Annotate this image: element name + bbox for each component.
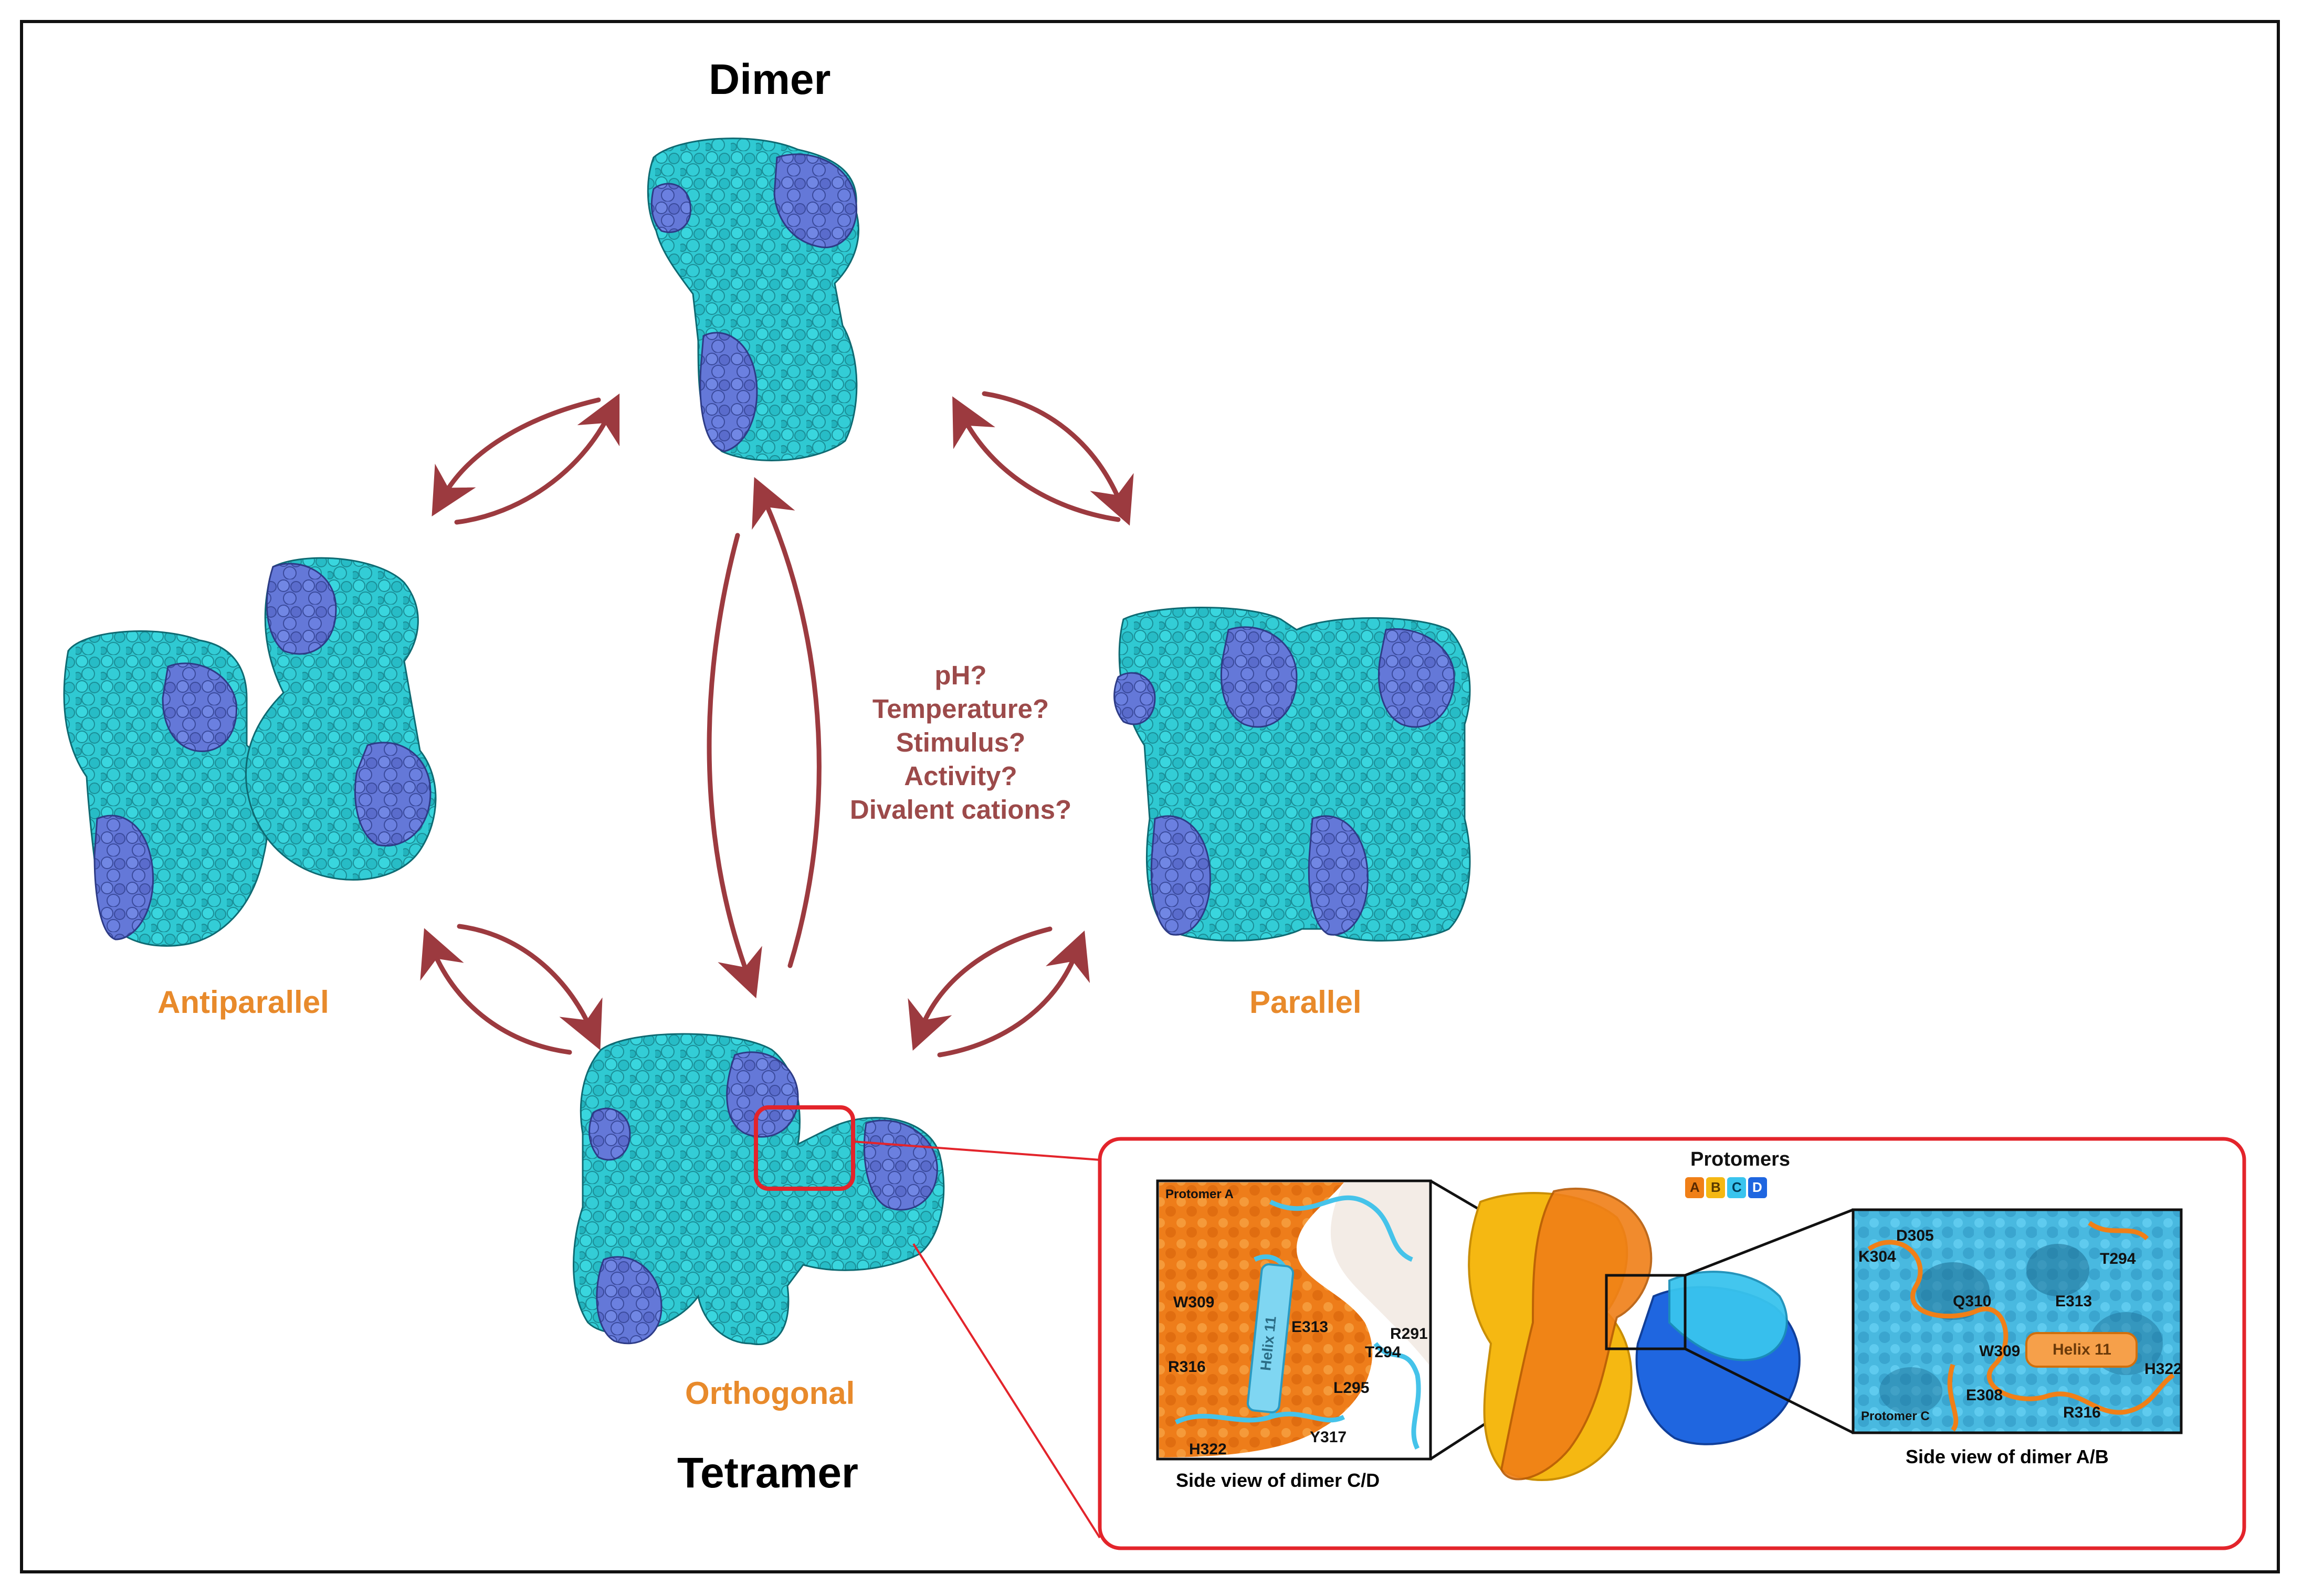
legend-label-c: C — [1732, 1179, 1742, 1195]
right-caption: Side view of dimer A/B — [1906, 1446, 2109, 1467]
left-residue-w309: W309 — [1173, 1294, 1215, 1311]
dimer-title: Dimer — [709, 56, 831, 103]
interface-highlight-box — [754, 1105, 855, 1191]
parallel-label: Parallel — [1249, 985, 1362, 1020]
left-residue-r291: R291 — [1390, 1325, 1428, 1343]
arrow-dimer-to-antiparallel — [432, 397, 601, 516]
arrow-dimer-to-parallel — [982, 391, 1134, 526]
right-residue-h322: H322 — [2144, 1360, 2182, 1378]
condition-questions: pH? Temperature? Stimulus? Activity? Div… — [808, 659, 1113, 827]
callout-line-right-top — [1685, 1208, 1854, 1277]
parallel-structure — [1113, 607, 1471, 942]
right-subpanel — [1852, 1208, 2183, 1434]
right-protomer-label: Protomer C — [1861, 1409, 1930, 1423]
arrow-tetramer-to-dimer — [752, 477, 822, 968]
right-residue-w309: W309 — [1979, 1343, 2021, 1360]
equilibrium-arrows — [420, 391, 1134, 1058]
question-stimulus: Stimulus? — [896, 727, 1026, 757]
arrow-parallel-to-orthogonal — [908, 926, 1053, 1051]
right-residue-t294: T294 — [2100, 1250, 2136, 1267]
right-residue-q310: Q310 — [1953, 1293, 1992, 1310]
callout-line-right-bottom — [1684, 1347, 1854, 1434]
legend-label-d: D — [1752, 1179, 1762, 1195]
left-caption: Side view of dimer C/D — [1176, 1470, 1380, 1491]
left-residue-t294: T294 — [1365, 1344, 1401, 1361]
left-residue-y317: Y317 — [1310, 1429, 1347, 1446]
left-residue-e313: E313 — [1291, 1318, 1329, 1336]
right-residue-e313: E313 — [2055, 1293, 2092, 1310]
right-residue-e308: E308 — [1966, 1387, 2003, 1404]
left-residue-h322: H322 — [1189, 1441, 1227, 1458]
orthogonal-structure — [573, 1033, 945, 1345]
legend-label-a: A — [1690, 1179, 1700, 1195]
arrow-antiparallel-to-orthogonal — [457, 924, 603, 1051]
question-ph: pH? — [934, 660, 987, 690]
orthogonal-label: Orthogonal — [685, 1376, 855, 1411]
left-protomer-label: Protomer A — [1165, 1187, 1234, 1201]
zoom-line-top — [853, 1140, 1100, 1161]
question-divalent-cations: Divalent cations? — [849, 795, 1072, 825]
legend-label-b: B — [1711, 1179, 1721, 1195]
right-residue-d305: D305 — [1896, 1227, 1934, 1244]
arrow-antiparallel-to-dimer — [454, 393, 620, 525]
zoom-line-bottom — [912, 1243, 1101, 1539]
arrow-parallel-to-dimer — [952, 396, 1121, 522]
left-residue-r316: R316 — [1168, 1358, 1206, 1376]
antiparallel-structure — [63, 557, 437, 947]
figure-frame — [20, 20, 2280, 1573]
question-activity: Activity? — [904, 761, 1017, 791]
right-residue-r316: R316 — [2063, 1404, 2101, 1421]
arrow-orthogonal-to-parallel — [937, 930, 1090, 1058]
antiparallel-label: Antiparallel — [157, 985, 329, 1020]
arrow-dimer-to-tetramer — [707, 533, 762, 999]
left-subpanel — [1156, 1179, 1432, 1461]
protomers-legend-title: Protomers — [1690, 1148, 1791, 1170]
right-residue-k304: K304 — [1858, 1248, 1896, 1265]
tetramer-title: Tetramer — [677, 1449, 858, 1497]
protomer-legend-swatches — [1685, 1177, 1767, 1198]
left-residue-l295: L295 — [1333, 1379, 1370, 1397]
question-temperature: Temperature? — [872, 694, 1049, 724]
right-helix-label: Helix 11 — [2053, 1341, 2111, 1358]
dimer-structure — [647, 138, 859, 461]
arrow-orthogonal-to-antiparallel — [420, 928, 572, 1055]
